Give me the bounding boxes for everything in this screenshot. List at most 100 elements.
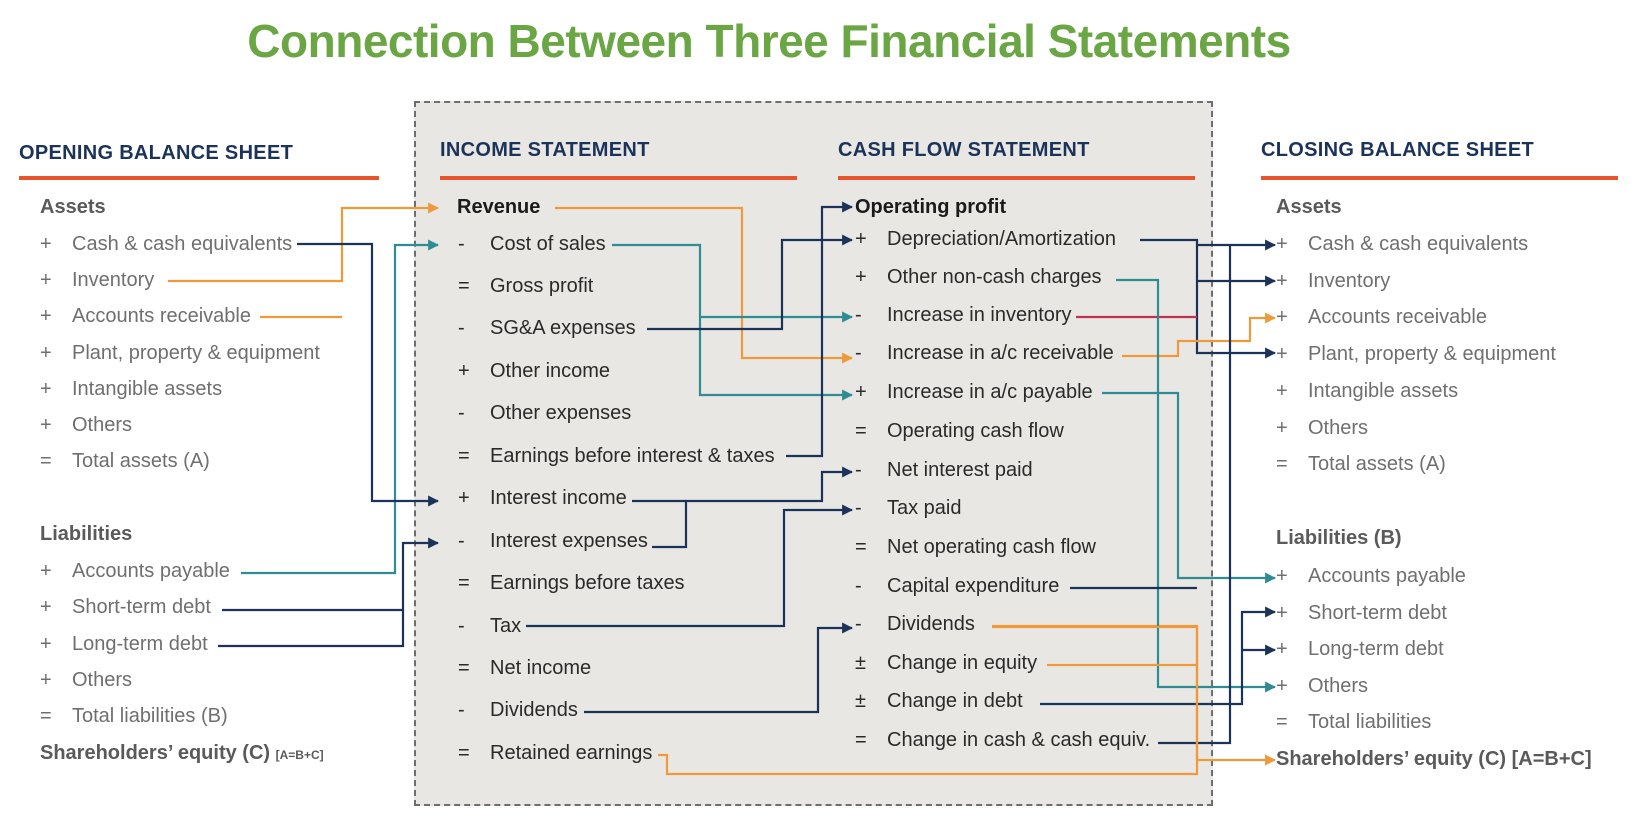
closing-asset-sign: + [1276, 233, 1288, 255]
opening-asset-label: Cash & cash equivalents [72, 233, 293, 255]
page-title: Connection Between Three Financial State… [247, 15, 1291, 67]
closing-liability-sign: + [1276, 565, 1288, 587]
closing-asset-label: Inventory [1308, 270, 1391, 292]
cashflow-sign: ± [855, 690, 866, 712]
closing-liability-label: Others [1308, 675, 1369, 697]
closing-liability-label: Total liabilities [1308, 711, 1432, 733]
arrow-depreciation-to-ppe [1140, 238, 1277, 359]
income-sign: - [458, 233, 465, 255]
closing-liability-sign: + [1276, 638, 1288, 660]
closing-asset-label: Plant, property & equipment [1308, 343, 1556, 365]
opening-asset-label: Inventory [72, 269, 155, 291]
cashflow-sign: - [855, 342, 862, 364]
income-sign: - [458, 530, 465, 552]
opening-liabilities-label: Liabilities [40, 523, 133, 545]
cashflow-label: Capital expenditure [887, 575, 1060, 597]
opening-liability-label: Long-term debt [72, 633, 208, 655]
cashflow-label: Change in equity [887, 652, 1038, 674]
income-sign: + [458, 360, 470, 382]
opening-liability-sign: + [40, 633, 52, 655]
income-sign: = [458, 572, 470, 594]
closing-asset-label: Accounts receivable [1308, 306, 1487, 328]
cashflow-label: Operating cash flow [887, 420, 1064, 442]
closing-heading-rule [1261, 176, 1618, 180]
opening-liability-label: Accounts payable [72, 560, 230, 582]
opening-liability-sign: + [40, 669, 52, 691]
opening-liability-sign: + [40, 596, 52, 618]
opening-asset-label: Accounts receivable [72, 305, 251, 327]
closing-balance-heading: CLOSING BALANCE SHEET [1261, 139, 1534, 161]
arrow-noncash-to-others [1116, 278, 1277, 693]
opening-asset-sign: + [40, 305, 52, 327]
middle-panel [414, 101, 1213, 806]
closing-assets-label: Assets [1276, 196, 1342, 218]
cashflow-sign: - [855, 613, 862, 635]
income-label: Retained earnings [490, 742, 653, 764]
closing-liabilities-label: Liabilities (B) [1276, 527, 1402, 549]
income-statement-heading: INCOME STATEMENT [440, 139, 650, 161]
income-sign: - [458, 317, 465, 339]
closing-asset-sign: + [1276, 380, 1288, 402]
income-label: Other income [490, 360, 611, 382]
arrow-debt-to-interest-expense [222, 537, 440, 612]
cashflow-sign: - [855, 459, 862, 481]
arrow-sga-to-depreciation [647, 234, 854, 331]
cashflow-sign: + [855, 266, 867, 288]
cashflow-sign: ± [855, 652, 866, 674]
arrow-ltdebt-join [218, 610, 405, 648]
closing-asset-label: Cash & cash equivalents [1308, 233, 1529, 255]
opening-liability-sign: = [40, 705, 52, 727]
operating-profit-label: Operating profit [855, 196, 1007, 218]
closing-asset-sign: + [1276, 306, 1288, 328]
income-label: Other expenses [490, 402, 632, 424]
income-label: Earnings before interest & taxes [490, 445, 775, 467]
arrow-tax-to-tax-paid [526, 504, 854, 628]
income-label: Tax [490, 615, 522, 637]
cashflow-label: Increase in inventory [887, 304, 1072, 326]
closing-equity-label: Shareholders’ equity (C) [A=B+C] [1276, 748, 1592, 770]
income-label: SG&A expenses [490, 317, 636, 339]
arrow-ap-to-cost-of-sales [241, 239, 440, 575]
opening-liability-label: Short-term debt [72, 596, 211, 618]
closing-asset-sign: + [1276, 343, 1288, 365]
arrow-ebit-to-operating-profit [786, 201, 854, 458]
cashflow-sign: + [855, 228, 867, 250]
income-label: Gross profit [490, 275, 594, 297]
cashflow-label: Net interest paid [887, 459, 1033, 481]
cashflow-sign: = [855, 729, 867, 751]
closing-liability-label: Accounts payable [1308, 565, 1466, 587]
cashflow-label: Other non-cash charges [887, 266, 1102, 288]
cashflow-sign: = [855, 536, 867, 558]
opening-balance-heading: OPENING BALANCE SHEET [19, 142, 294, 164]
cashflow-label: Tax paid [887, 497, 962, 519]
opening-asset-label: Others [72, 414, 133, 436]
cashflow-heading-rule [838, 176, 1195, 180]
cashflow-label: Change in debt [887, 690, 1023, 712]
arrow-debt-to-debt [1040, 606, 1277, 706]
opening-equity-label: Shareholders’ equity (C) [A=B+C] [40, 742, 324, 765]
opening-liability-label: Others [72, 669, 133, 691]
income-label: Net income [490, 657, 592, 679]
income-label: Interest income [490, 487, 627, 509]
income-label: Interest expenses [490, 530, 648, 552]
income-label: Cost of sales [490, 233, 606, 255]
arrow-dividends-to-equity [992, 625, 1277, 766]
closing-asset-sign: = [1276, 453, 1288, 475]
arrow-retained-to-equity [658, 624, 1199, 776]
arrow-cash-change-to-cash [1158, 245, 1232, 745]
arrow-dividends-to-cf-dividends [584, 622, 854, 714]
income-label: Earnings before taxes [490, 572, 685, 594]
arrow-ar-to-ar [1122, 312, 1277, 358]
closing-asset-label: Others [1308, 417, 1369, 439]
income-sign: = [458, 742, 470, 764]
cashflow-sign: = [855, 420, 867, 442]
opening-heading-rule [19, 176, 379, 180]
income-sign: - [458, 699, 465, 721]
opening-equity-text: Shareholders’ equity (C) [40, 742, 271, 764]
cashflow-label: Increase in a/c payable [887, 381, 1093, 403]
closing-asset-sign: + [1276, 270, 1288, 292]
income-label: Dividends [490, 699, 578, 721]
opening-asset-sign: = [40, 450, 52, 472]
opening-assets-label: Assets [40, 196, 106, 218]
